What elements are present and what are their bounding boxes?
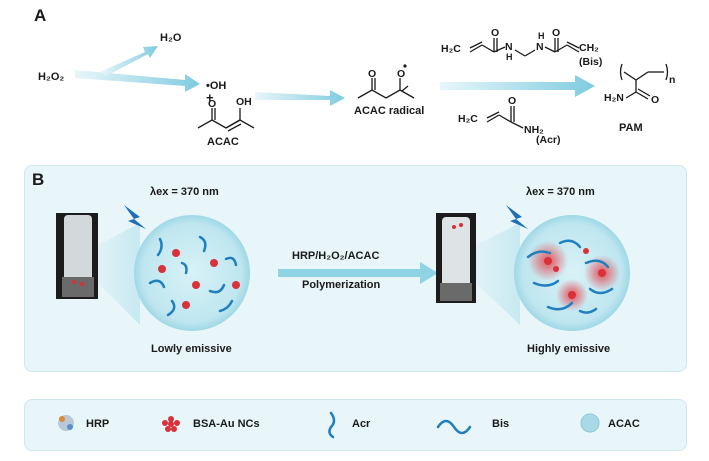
radical-dot [403,64,407,68]
acac-molecule [197,108,255,132]
legend-hrp: HRP [86,418,110,430]
left-sphere [134,215,250,331]
arrow-to-oh [75,70,200,92]
legend-bis: Bis [492,418,510,430]
legend-acr: Acr [352,418,371,430]
acac-o-label: O [208,98,217,110]
acr-nh2: NH₂ [524,124,544,136]
right-lightning-icon [506,205,528,229]
right-caption: Highly emissive [527,343,611,355]
acr-label: (Acr) [536,134,561,146]
radical-o-right: O [397,68,406,80]
excitation-right: λex = 370 nm [526,186,595,198]
left-red-dots [158,249,240,309]
legend-bsa: BSA-Au NCs [193,418,260,430]
bis-o-right: O [552,27,561,39]
acac-label: ACAC [207,136,239,148]
left-vial [56,213,98,299]
arrow-to-radical [255,90,345,106]
acr-icon [328,411,336,439]
oh-radical-label: •OH [206,80,227,92]
plus-sign: + [206,90,214,105]
water-label: H₂O [160,32,182,44]
panel-a-letter: A [34,6,47,25]
bis-icon [436,419,472,435]
right-vial [436,213,476,303]
bis-h-left: H [506,52,513,62]
left-strands [148,235,238,317]
bis-n-right: N [536,41,544,53]
reaction-bottom-label: Polymerization [302,279,381,291]
panel-a-graphics [75,38,669,132]
bis-o-left: O [491,27,500,39]
radical-o-left: O [368,68,377,80]
bis-h2c: H₂C [441,43,461,55]
acr-h2c: H₂C [458,113,478,125]
acr-o: O [508,95,517,107]
reaction-top-label: HRP/H₂O₂/ACAC [292,250,380,262]
h2o2-label: H₂O₂ [38,71,65,83]
left-lightning-icon [124,205,146,229]
right-red-dots [544,248,606,299]
pam-o: O [651,94,660,106]
hrp-icon [58,415,74,431]
excitation-left: λex = 370 nm [150,186,219,198]
bis-h-right: H [538,31,545,41]
left-beam [98,223,140,325]
pam-molecule [619,63,669,100]
bsa-icon [162,416,180,432]
pam-h2n: H₂N [604,92,624,104]
arrow-to-water [100,46,158,76]
panel-b-graphics [56,205,630,331]
bis-molecule [469,38,580,57]
reaction-arrow [278,262,438,284]
pam-label: PAM [619,122,643,134]
arrow-to-pam [440,75,595,97]
bis-label: (Bis) [579,56,603,68]
panel-b-letter: B [32,170,45,189]
pam-n-subscript: n [669,74,676,86]
left-caption: Lowly emissive [151,343,232,355]
right-beam [476,223,520,325]
acac-icon [580,413,600,433]
bis-n-left: N [505,41,513,53]
right-strands [526,239,614,314]
acac-radical-molecule [357,78,415,99]
legend-graphics [58,411,600,439]
bis-ch2: CH₂ [579,42,599,54]
acac-oh-label: OH [236,96,252,108]
legend-frame [24,399,687,451]
acr-molecule [486,106,524,129]
acac-radical-label: ACAC radical [354,105,425,117]
legend-acac: ACAC [608,418,640,430]
